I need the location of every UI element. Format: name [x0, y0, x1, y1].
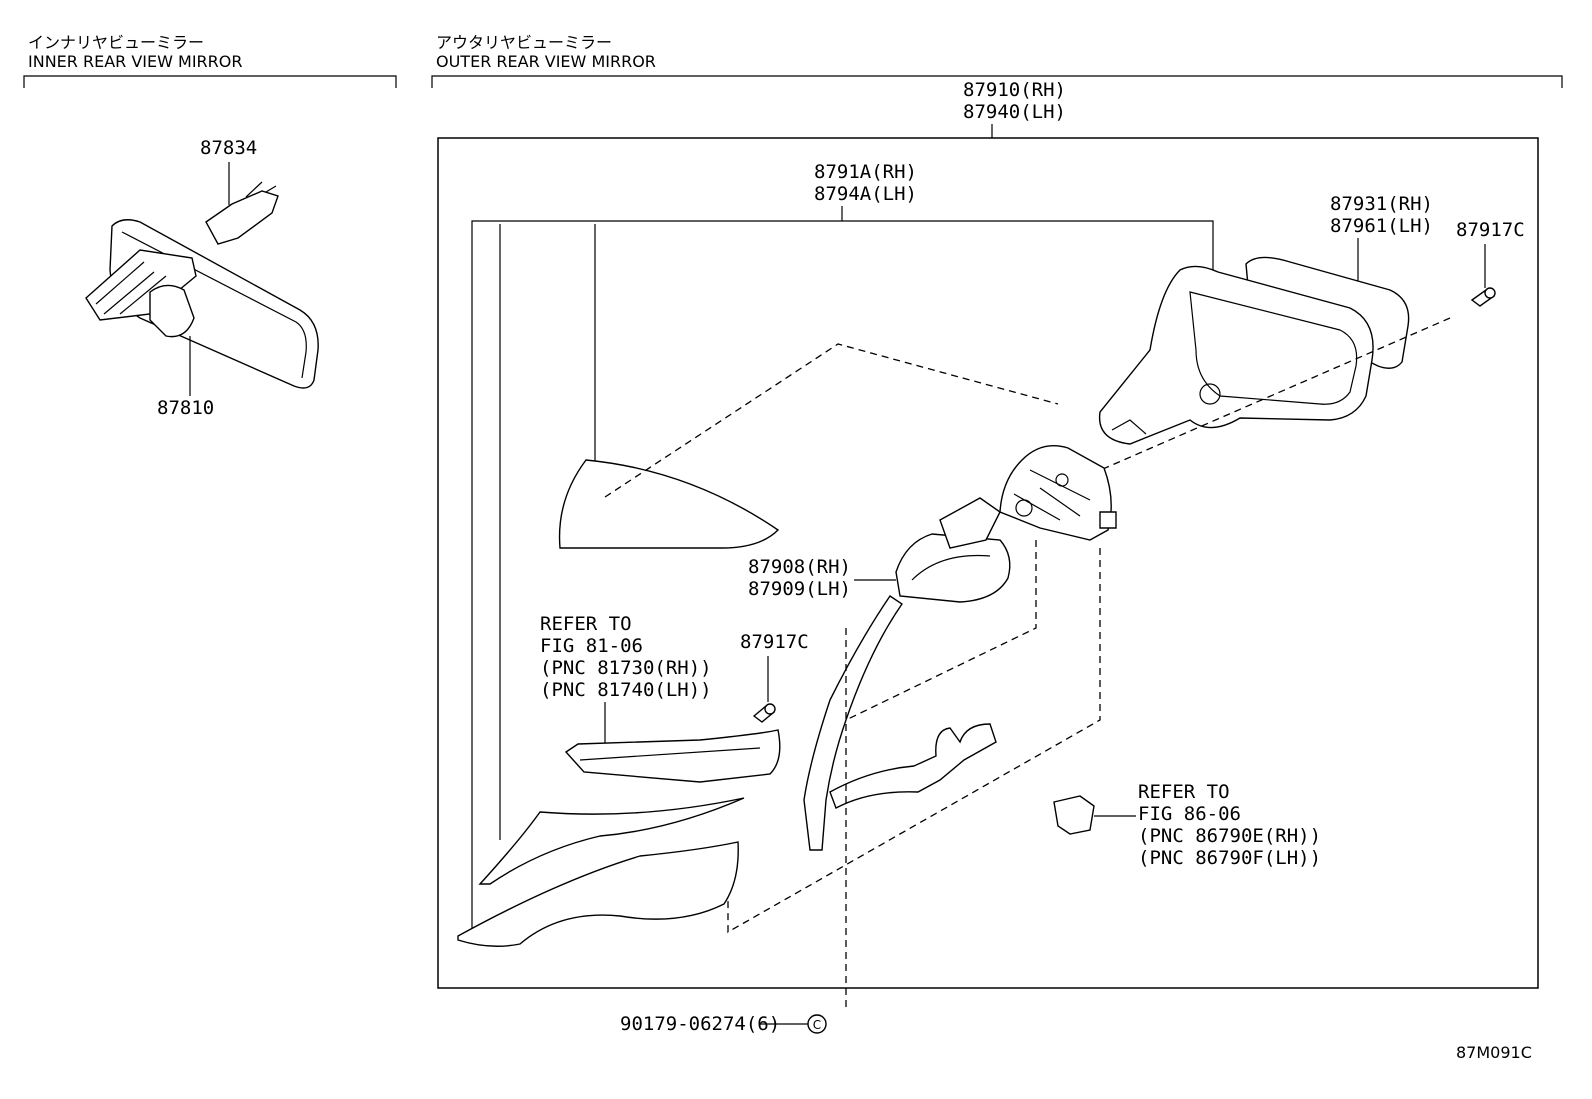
- inner-section-title-jp: インナリヤビューミラー: [28, 33, 204, 52]
- label-screw-top: 87917C: [1456, 219, 1525, 241]
- mirror-housing: [1098, 265, 1374, 445]
- outer-section-title-en: OUTER REAR VIEW MIRROR: [436, 52, 656, 71]
- mirror-subassembly-bracket: [471, 220, 1214, 930]
- ref-turn-signal-line-2: FIG 81-06: [540, 635, 643, 657]
- label-mirror-rh: 8791A(RH): [814, 161, 917, 183]
- bolt-symbol-letter: C: [813, 1018, 821, 1032]
- label-87834: 87834: [200, 137, 257, 159]
- outer-section-bracket: [431, 75, 1563, 88]
- dash-screw-top: [1003, 317, 1451, 513]
- wire-harness: [803, 595, 997, 851]
- diagram-code: 87M091C: [1456, 1043, 1532, 1062]
- ref-turn-signal-line-1: REFER TO: [540, 613, 632, 635]
- mirror-base: [895, 497, 1011, 603]
- garnish-upper: [478, 797, 745, 885]
- ref-turn-signal-line-3: (PNC 81730(RH)): [540, 657, 712, 679]
- label-assy-rh: 87910(RH): [963, 79, 1066, 101]
- assembly-frame: [437, 137, 1539, 989]
- ref-bulb-line-3: (PNC 86790E(RH)): [1138, 825, 1321, 847]
- ref-bulb-line-1: REFER TO: [1138, 781, 1230, 803]
- label-mirror-lh: 8794A(LH): [814, 183, 917, 205]
- inner-mirror-87810: [85, 219, 319, 389]
- turn-signal-lamp: [564, 729, 781, 783]
- ref-bulb-line-2: FIG 86-06: [1138, 803, 1241, 825]
- dash-lower: [727, 548, 1101, 934]
- mirror-actuator: [999, 445, 1117, 541]
- label-bolt: 90179-06274(6): [620, 1013, 780, 1035]
- label-cover-rh: 87931(RH): [1330, 193, 1433, 215]
- label-motor-lh: 87909(LH): [748, 578, 851, 600]
- label-87810: 87810: [157, 397, 214, 419]
- label-assy-lh: 87940(LH): [963, 101, 1066, 123]
- ref-turn-signal-line-4: (PNC 81740(LH)): [540, 679, 712, 701]
- label-screw-mid: 87917C: [740, 631, 809, 653]
- screw-mid: [752, 703, 776, 723]
- mirror-glass: [558, 343, 1059, 549]
- dash-harness: [845, 540, 1037, 1010]
- bulb-socket: [1053, 795, 1095, 835]
- outer-section-title-jp: アウタリヤビューミラー: [436, 33, 612, 52]
- mirror-cover-87834: [205, 181, 279, 245]
- bolt-symbol: C: [807, 1014, 827, 1034]
- inner-section-title-en: INNER REAR VIEW MIRROR: [28, 52, 243, 71]
- garnish-lower: [457, 841, 739, 947]
- ref-bulb-line-4: (PNC 86790F(LH)): [1138, 847, 1321, 869]
- label-cover-lh: 87961(LH): [1330, 215, 1433, 237]
- label-motor-rh: 87908(RH): [748, 556, 851, 578]
- inner-section-bracket: [23, 75, 397, 88]
- screw-top: [1470, 287, 1496, 307]
